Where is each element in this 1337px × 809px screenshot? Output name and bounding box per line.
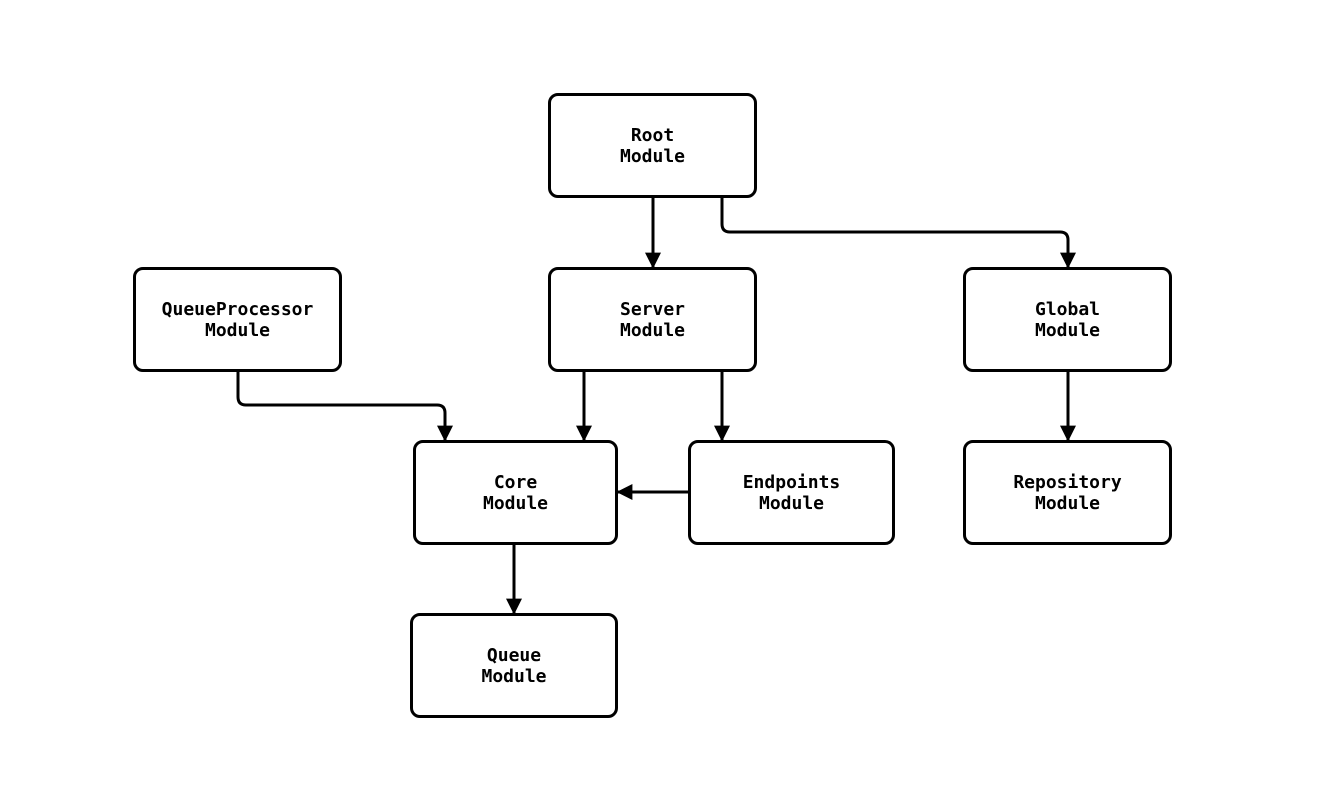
node-label-line: Module xyxy=(482,492,549,514)
node-label-line: Module xyxy=(619,145,686,167)
node-label-line: Queue xyxy=(486,644,542,666)
node-label-line: Global xyxy=(1034,298,1101,320)
node-label-line: Module xyxy=(204,319,271,341)
edge-queueprocessor-module-to-core-module xyxy=(236,372,453,442)
node-label-line: Module xyxy=(1034,319,1101,341)
edges-group xyxy=(236,198,1076,615)
node-label-line: Root xyxy=(630,124,675,146)
node-label-line: Module xyxy=(1034,492,1101,514)
node-label-line: Core xyxy=(493,471,538,493)
node-label-line: Server xyxy=(619,298,686,320)
node-label-line: Module xyxy=(758,492,825,514)
node-label-line: Module xyxy=(619,319,686,341)
node-label-line: Repository xyxy=(1013,471,1122,493)
node-label-line: Endpoints xyxy=(742,471,841,493)
edge-root-module-to-global-module xyxy=(720,198,1076,269)
node-label-line: QueueProcessor xyxy=(161,298,314,320)
node-label-line: Module xyxy=(481,665,547,687)
